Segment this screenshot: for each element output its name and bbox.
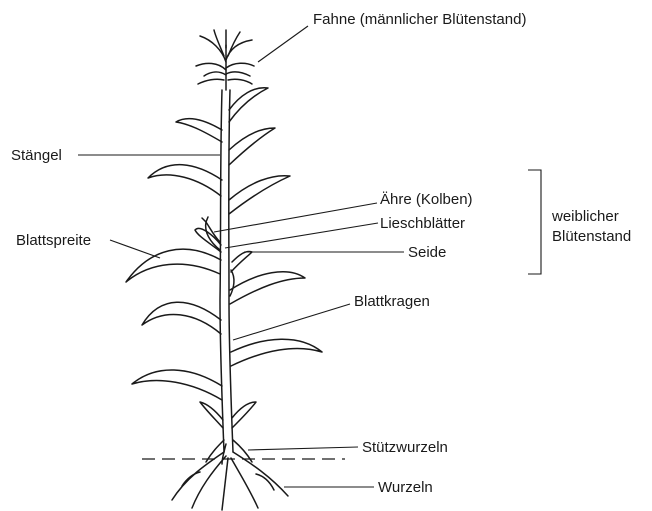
labels: Fahne (männlicher Blütenstand) Stängel Ä… bbox=[11, 11, 631, 496]
label-fahne: Fahne (männlicher Blütenstand) bbox=[313, 11, 526, 28]
leaf-right-blattkragen bbox=[230, 272, 305, 304]
leaf-left-1 bbox=[176, 119, 222, 142]
label-blattspreite: Blattspreite bbox=[16, 232, 91, 249]
label-weiblicher-line2: Blütenstand bbox=[552, 228, 631, 245]
label-aehre: Ähre (Kolben) bbox=[380, 191, 473, 208]
leaf-left-3 bbox=[142, 302, 221, 334]
female-inflorescence-bracket bbox=[528, 170, 541, 274]
label-staengel: Stängel bbox=[11, 147, 62, 164]
leaf-right-1 bbox=[229, 88, 268, 122]
label-lieschblaetter: Lieschblätter bbox=[380, 215, 465, 232]
ear-with-husk bbox=[195, 217, 252, 296]
maize-plant-illustration bbox=[126, 30, 322, 510]
label-seide: Seide bbox=[408, 244, 446, 261]
leaf-right-2 bbox=[229, 128, 275, 165]
leaf-right-4 bbox=[231, 339, 322, 366]
label-blattkragen: Blattkragen bbox=[354, 293, 430, 310]
leader-lieschblaetter bbox=[225, 223, 378, 248]
tassel bbox=[196, 30, 254, 90]
leader-blattkragen bbox=[233, 304, 350, 340]
leader-fahne bbox=[258, 26, 308, 62]
leaf-left-2 bbox=[148, 165, 222, 196]
leaf-right-3 bbox=[229, 176, 290, 214]
label-wurzeln: Wurzeln bbox=[378, 479, 433, 496]
label-stuetzwurzeln: Stützwurzeln bbox=[362, 439, 448, 456]
leader-stuetzwurzeln bbox=[248, 447, 358, 450]
leaf-left-blattspreite bbox=[126, 249, 221, 282]
basal-leaves bbox=[200, 402, 256, 428]
leaf-left-4 bbox=[132, 370, 222, 400]
roots bbox=[172, 452, 288, 510]
leader-blattspreite bbox=[110, 240, 160, 258]
label-weiblicher-line1: weiblicher bbox=[551, 208, 619, 225]
